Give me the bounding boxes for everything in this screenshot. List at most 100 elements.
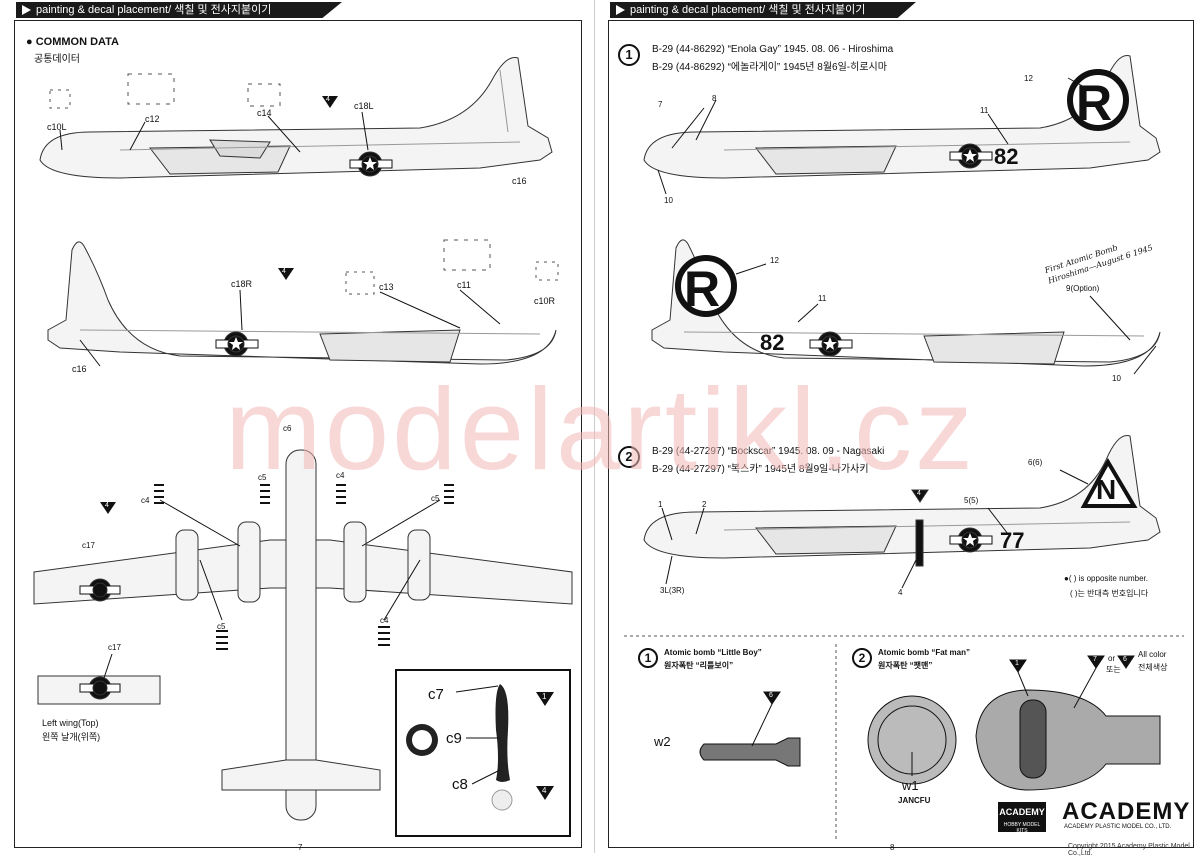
callout-2: 2 — [702, 500, 707, 509]
scheme1-title: B-29 (44-86292) “Enola Gay” 1945. 08. 06… — [652, 44, 894, 55]
callout-12-b: 12 — [770, 256, 779, 265]
enola-gay-right-side — [651, 239, 1161, 375]
callout-3l-3r: 3L(3R) — [660, 586, 685, 595]
decal-c12: c12 — [145, 114, 160, 124]
callout-12-a: 12 — [1024, 74, 1033, 83]
decal-c17-b: c17 — [108, 643, 121, 652]
decal-c18L: c18L — [354, 101, 374, 111]
stencil-jancfu: JANCFU — [898, 796, 931, 805]
decal-c5-a: c5 — [258, 473, 267, 482]
decal-c10L: c10L — [47, 122, 67, 132]
callout-10-b: 10 — [1112, 374, 1121, 383]
decal-c16-a: c16 — [512, 176, 527, 186]
copyright: Copyright 2015 Academy Plastic Model Co.… — [1068, 843, 1190, 857]
mark-4-f: 4 — [917, 490, 921, 497]
mark-4-d: 4 — [542, 786, 547, 795]
opposite-note-ko: ( )는 반대측 번호입니다 — [1070, 589, 1149, 598]
callout-5-5: 5(5) — [964, 496, 979, 505]
right-frame — [608, 20, 1194, 848]
bomb1-title: Atomic bomb “Little Boy” — [664, 648, 762, 657]
callout-9-option: 9(Option) — [1066, 284, 1100, 293]
number-77: 77 — [1000, 528, 1025, 553]
right-page: painting & decal placement/ 색칠 및 전사지붙이기 … — [600, 0, 1201, 857]
callout-11-b: 11 — [818, 294, 827, 303]
wing-caption-ko: 왼쪽 날개(위쪽) — [42, 732, 101, 742]
callout-6-6: 6(6) — [1028, 458, 1043, 467]
academy-box-logo: ACADEMY HOBBY MODEL KITS — [998, 802, 1046, 834]
callout-10-a: 10 — [664, 196, 673, 205]
scheme2-badge: 2 — [618, 446, 640, 468]
decal-c18R: c18R — [231, 279, 253, 289]
page-number-left: 7 — [298, 843, 303, 852]
callout-7: 7 — [658, 100, 663, 109]
opposite-note: ●( ) is opposite number. — [1064, 574, 1148, 583]
left-frame — [14, 20, 582, 848]
academy-box-sub: HOBBY MODEL KITS — [1003, 822, 1041, 834]
number-82-b: 82 — [760, 330, 785, 355]
decal-c5-b: c5 — [431, 494, 440, 503]
decal-c7: c7 — [428, 686, 444, 703]
or-label-ko: 또는 — [1106, 665, 1121, 674]
scheme2-title: B-29 (44-27297) “Bockscar” 1945. 08. 09 … — [652, 446, 885, 457]
aircraft-right-side-1 — [47, 239, 559, 367]
decal-c9: c9 — [446, 730, 462, 747]
decal-c4-c: c4 — [380, 616, 389, 625]
decal-c4-a: c4 — [141, 496, 150, 505]
decal-c4-b: c4 — [336, 471, 345, 480]
scheme1-badge: 1 — [618, 44, 640, 66]
left-header: painting & decal placement/ 색칠 및 전사지붙이기 — [16, 2, 342, 18]
decal-c13: c13 — [379, 282, 394, 292]
right-header: painting & decal placement/ 색칠 및 전사지붙이기 — [610, 2, 916, 18]
all-color-label: All color — [1138, 650, 1167, 659]
color-triangles — [100, 96, 554, 800]
decal-c14: c14 — [257, 108, 272, 118]
mark-1-b: 1 — [1015, 660, 1019, 667]
all-color-label-ko: 전체색상 — [1138, 663, 1168, 672]
bomb1-badge: 1 — [638, 648, 658, 668]
mark-4-e: 4 — [923, 96, 927, 103]
decal-c10R: c10R — [534, 296, 556, 306]
tail-letter-r-2: R — [684, 261, 721, 317]
decal-c6: c6 — [283, 424, 292, 433]
scheme2-title-ko: B-29 (44-27297) “복스카” 1945년 8월9일-나가사키 — [652, 464, 869, 475]
scheme1-title-ko: B-29 (44-86292) “에놀라게이” 1945년 8월6일-히로시마 — [652, 62, 887, 73]
aircraft-left-side-1 — [39, 56, 553, 179]
decal-c11: c11 — [457, 280, 471, 290]
aircraft-top-view — [33, 449, 573, 821]
left-page: painting & decal placement/ 색칠 및 전사지붙이기 … — [0, 0, 595, 853]
wing-caption: Left wing(Top) — [42, 718, 99, 728]
callout-4: 4 — [898, 588, 903, 597]
bockscar-side — [643, 435, 1161, 589]
decal-w1: w1 — [902, 778, 919, 793]
mark-4-c: 4 — [105, 502, 109, 509]
left-drawings — [33, 56, 573, 837]
common-data-label: COMMON DATA — [35, 36, 120, 48]
decal-w2: w2 — [654, 734, 671, 749]
fat-man-bomb — [867, 655, 1161, 791]
mark-6-b: 6 — [1123, 656, 1127, 663]
number-82-a: 82 — [994, 144, 1019, 169]
mark-4-b: 4 — [282, 268, 286, 275]
common-data-title-ko: 공통데이터 — [34, 54, 80, 65]
enola-gay-left-side — [643, 55, 1161, 195]
mark-6-a: 6 — [769, 692, 773, 699]
mark-7: 7 — [1093, 656, 1097, 663]
common-data-title: ● COMMON DATA — [26, 36, 120, 48]
right-drawings — [624, 55, 1184, 840]
bomb2-title: Atomic bomb “Fat man” — [878, 648, 971, 657]
mark-1: 1 — [542, 692, 547, 701]
mark-4-a: 4 — [326, 96, 330, 103]
bomb2-badge: 2 — [852, 648, 872, 668]
or-label: or — [1108, 654, 1116, 663]
callout-8: 8 — [712, 94, 717, 103]
callout-11-a: 11 — [980, 106, 989, 115]
decal-c17-a: c17 — [82, 541, 95, 550]
tail-letter-r-1: R — [1076, 75, 1113, 131]
left-wing-detail — [37, 653, 161, 705]
bomb2-title-ko: 원자폭탄 “팻맨” — [878, 661, 933, 670]
propeller-drawing — [406, 684, 513, 811]
decal-c8: c8 — [452, 776, 468, 793]
decal-c5-c: c5 — [217, 622, 226, 631]
tail-letter-n: N — [1096, 474, 1117, 505]
page-number-right: 8 — [890, 843, 895, 852]
